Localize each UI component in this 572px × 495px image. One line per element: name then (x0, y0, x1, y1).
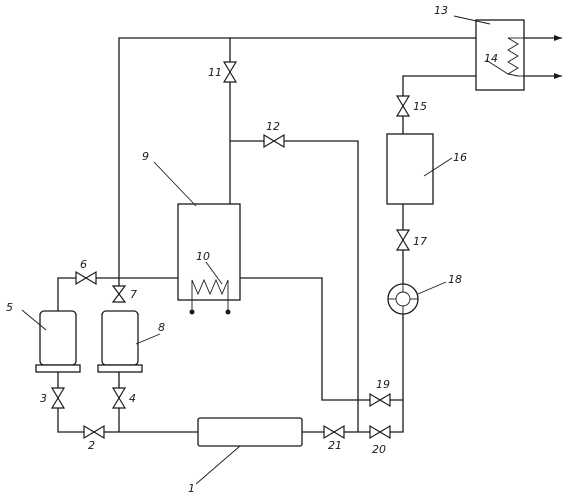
label-21: 21 (328, 439, 342, 452)
heater-terminal-left (189, 309, 195, 315)
leader-9 (153, 161, 197, 207)
vessel-16 (386, 133, 434, 205)
valves (50, 61, 411, 440)
pump-18 (387, 283, 419, 315)
cylinder-8 (97, 310, 143, 373)
label-16: 16 (453, 151, 467, 164)
valve-11 (222, 61, 238, 83)
valve-17 (395, 229, 411, 251)
label-12: 12 (266, 120, 280, 133)
leader-5 (21, 309, 47, 331)
valve-12 (263, 133, 285, 149)
pipe-top-main (118, 37, 476, 292)
label-8: 8 (158, 321, 165, 334)
valve-15 (395, 95, 411, 117)
leader-13 (453, 15, 491, 25)
pipe-valve6-line (57, 277, 178, 311)
pipe-valve12-line (230, 140, 359, 432)
label-7: 7 (130, 288, 137, 301)
tank-9 (177, 203, 241, 301)
valve-19 (369, 392, 391, 408)
leader-8 (135, 333, 161, 345)
valve-3 (50, 387, 66, 409)
vessel-1 (197, 417, 303, 447)
label-3: 3 (40, 392, 47, 405)
valve-21 (323, 424, 345, 440)
valve-20 (369, 424, 391, 440)
arrow-out-bottom (554, 73, 562, 79)
leader-10 (205, 261, 223, 285)
coil-14 (506, 37, 519, 77)
label-15: 15 (413, 100, 427, 113)
label-2: 2 (88, 439, 95, 452)
label-20: 20 (372, 443, 386, 456)
heater-terminal-right (225, 309, 231, 315)
label-4: 4 (129, 392, 136, 405)
cylinder-5 (35, 310, 81, 373)
heater-coil-10 (191, 278, 229, 296)
valve-6 (75, 270, 97, 286)
label-17: 17 (413, 235, 427, 248)
label-1: 1 (188, 482, 195, 495)
leader-1 (195, 445, 241, 485)
label-13: 13 (434, 4, 448, 17)
pipe-tank9-to-19 (240, 277, 403, 401)
label-10: 10 (196, 250, 210, 263)
label-19: 19 (376, 378, 390, 391)
valve-2 (83, 424, 105, 440)
labels: 1 2 3 4 5 6 7 8 9 10 11 12 13 14 15 16 1… (6, 4, 498, 495)
pipe-cyl5-bottom (57, 372, 119, 433)
label-11: 11 (208, 66, 222, 79)
arrow-out-top (554, 35, 562, 41)
leader-lines (21, 15, 509, 485)
label-5: 5 (6, 301, 13, 314)
leader-14 (485, 59, 509, 75)
valve-4 (111, 387, 127, 409)
label-14: 14 (484, 52, 498, 65)
leader-16 (423, 157, 453, 177)
label-18: 18 (448, 273, 462, 286)
label-6: 6 (80, 258, 87, 271)
valve-7 (111, 285, 127, 303)
leader-18 (417, 281, 447, 295)
label-9: 9 (142, 150, 149, 163)
